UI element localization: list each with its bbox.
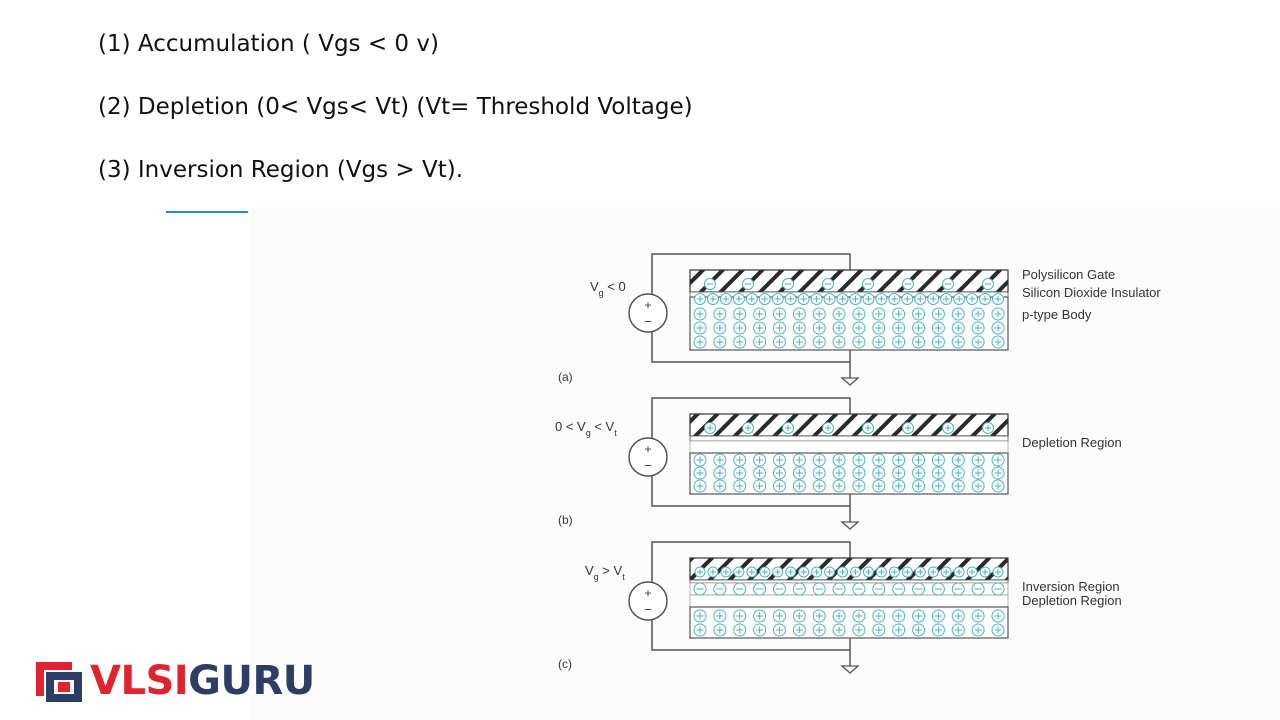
bullet-inversion: (3) Inversion Region (Vgs > Vt). — [98, 157, 464, 183]
voltage-label: 0 < Vg < Vt — [555, 419, 617, 438]
vlsiguru-logo: VLSIGURU — [34, 655, 315, 707]
circuit-wire — [651, 253, 851, 297]
charges-group — [693, 422, 1005, 493]
charges-group — [693, 566, 1005, 637]
source-plus: + — [644, 442, 651, 456]
source-minus: − — [644, 602, 652, 617]
panel-inversion: + − Vg > Vt Inversion Region Depletion R… — [558, 541, 1122, 674]
gate-layer — [689, 413, 1009, 437]
panel-depletion: + − 0 < Vg < Vt Depletion Region (b) — [555, 397, 1122, 530]
circuit-wire — [651, 330, 851, 378]
voltage-label: Vg < 0 — [590, 279, 626, 298]
ground-symbol — [840, 377, 860, 386]
layer-label-gate: Polysilicon Gate — [1022, 267, 1115, 282]
bullet-list: (1) Accumulation ( Vgs < 0 v) (2) Deplet… — [98, 26, 693, 215]
voltage-source-symbol — [628, 581, 668, 621]
oxide-layer — [689, 435, 1009, 442]
logo-text-vlsi: VLSI — [90, 658, 189, 704]
layer-label-body: p-type Body — [1022, 307, 1092, 322]
panel-label: (c) — [558, 657, 572, 671]
logo-text-guru: GURU — [188, 658, 315, 704]
voltage-source-symbol — [628, 437, 668, 477]
source-plus: + — [644, 586, 651, 600]
logo-wordmark: VLSIGURU — [90, 655, 315, 707]
vlsiguru-logo-icon — [36, 662, 82, 702]
voltage-source-symbol — [628, 293, 668, 333]
layer-label-depletion: Depletion Region — [1022, 435, 1122, 450]
layer-label-depletion: Depletion Region — [1022, 593, 1122, 608]
gate-layer — [689, 269, 1009, 293]
panel-accumulation: + − Vg < 0 Polysilicon Gate Silicon Diox… — [558, 253, 1161, 386]
depletion-layer — [689, 440, 1009, 454]
circuit-wire — [651, 618, 851, 666]
layer-label-inversion: Inversion Region — [1022, 579, 1120, 594]
ground-symbol — [840, 521, 860, 530]
circuit-wire — [651, 541, 851, 585]
panel-label: (a) — [558, 370, 573, 384]
ground-symbol — [840, 665, 860, 674]
depletion-layer — [689, 594, 1009, 608]
panel-label: (b) — [558, 513, 573, 527]
circuit-wire — [651, 474, 851, 522]
charges-group — [693, 278, 1005, 349]
accent-underline — [166, 211, 248, 213]
source-plus: + — [644, 298, 651, 312]
source-minus: − — [644, 314, 652, 329]
bullet-accumulation: (1) Accumulation ( Vgs < 0 v) — [98, 31, 439, 57]
voltage-label: Vg > Vt — [585, 563, 625, 582]
source-minus: − — [644, 458, 652, 473]
bullet-depletion: (2) Depletion (0< Vgs< Vt) (Vt= Threshol… — [98, 94, 693, 120]
oxide-layer — [689, 579, 1009, 584]
layer-label-oxide: Silicon Dioxide Insulator — [1022, 285, 1161, 300]
circuit-wire — [651, 397, 851, 441]
